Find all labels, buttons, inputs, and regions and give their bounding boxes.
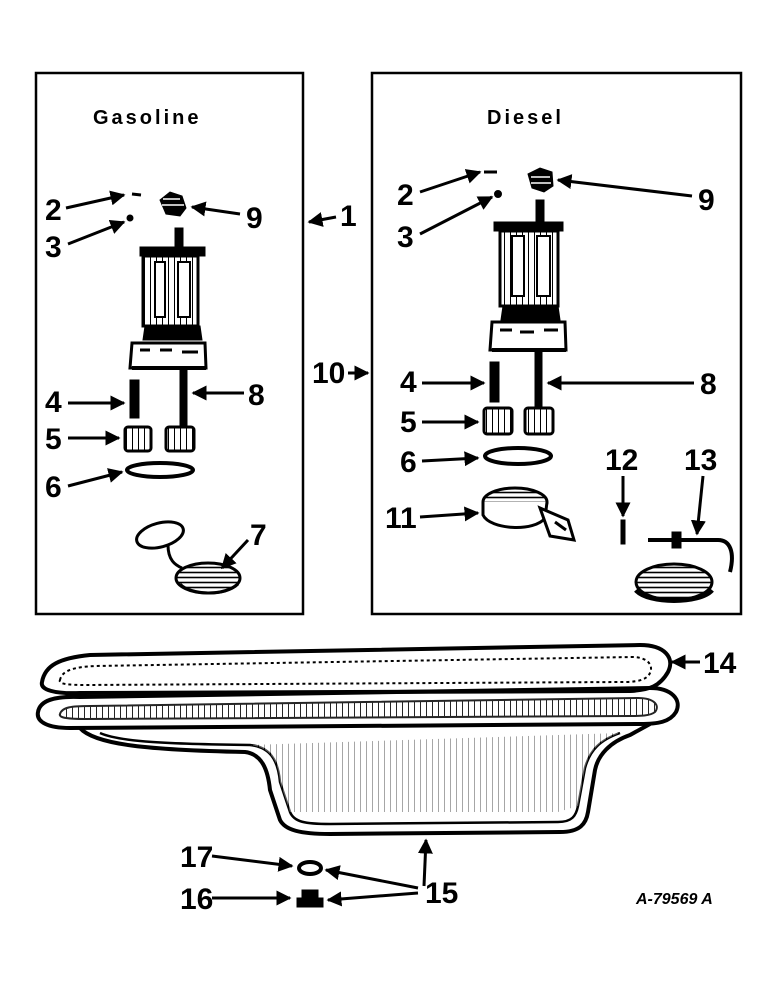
leader-9-diesel	[556, 174, 693, 198]
key-3-diesel	[494, 190, 502, 198]
pan-gasket-14	[39, 642, 673, 696]
leader-15c	[326, 891, 419, 907]
pump-gears-5	[123, 425, 196, 453]
shaft-4	[129, 379, 140, 419]
gasoline-panel: Gasoline	[34, 71, 305, 616]
drive-gear-9	[159, 191, 187, 217]
figure-code: A-79569 A	[635, 891, 713, 908]
callout-10: 10	[312, 357, 345, 390]
callout-3: 3	[45, 231, 62, 264]
callout-13: 13	[684, 444, 717, 477]
shaft-8-diesel	[534, 349, 543, 411]
oil-pump-body-diesel	[488, 199, 568, 352]
leader-15b	[324, 865, 419, 890]
callout-5: 5	[45, 423, 62, 456]
callout-6: 6	[45, 471, 62, 504]
shaft-8	[179, 367, 188, 429]
leader-9	[190, 201, 241, 217]
callout-5-diesel: 5	[400, 406, 417, 439]
gasoline-title: Gasoline	[93, 107, 201, 129]
leader-2-diesel	[419, 169, 482, 194]
callout-2: 2	[45, 194, 62, 227]
leader-11	[419, 506, 480, 522]
pin-2	[131, 192, 142, 197]
oil-pan-assembly	[35, 642, 680, 837]
oil-screen-7	[135, 520, 242, 595]
shaft-4-diesel	[489, 361, 500, 403]
callout-8: 8	[248, 379, 265, 412]
leader-17	[211, 854, 294, 872]
oil-pump-body	[128, 227, 208, 370]
drive-gear-9-diesel	[527, 167, 554, 193]
cotter-pin-12	[620, 519, 626, 545]
oil-screen-13	[634, 531, 734, 603]
leader-3-diesel	[419, 195, 494, 236]
callout-15: 15	[425, 877, 458, 910]
callout-14: 14	[703, 647, 737, 680]
callout-8-diesel: 8	[700, 368, 717, 401]
gasket-6	[125, 461, 195, 479]
leader-3	[67, 219, 126, 246]
callout-16: 16	[180, 883, 213, 916]
key-3	[126, 214, 134, 222]
pan-flange	[35, 685, 680, 731]
callout-7: 7	[250, 519, 267, 552]
pump-cover-11	[481, 486, 577, 542]
callout-4: 4	[45, 386, 62, 419]
drain-plug-16	[296, 889, 324, 908]
pump-gears-5-diesel	[482, 406, 555, 436]
leader-1	[307, 212, 337, 227]
leader-6-diesel	[421, 451, 480, 467]
drain-gasket-17	[297, 860, 323, 876]
callout-1: 1	[340, 200, 357, 233]
callout-17: 17	[180, 841, 213, 874]
diesel-panel-border	[370, 71, 743, 616]
leader-2	[65, 190, 126, 210]
callout-11: 11	[385, 502, 417, 535]
callout-2-diesel: 2	[397, 179, 414, 212]
callout-9-diesel: 9	[698, 184, 715, 217]
gasoline-panel-border	[34, 71, 305, 616]
leader-6	[67, 468, 124, 488]
callout-4-diesel: 4	[400, 366, 417, 399]
callout-6-diesel: 6	[400, 446, 417, 479]
diesel-title: Diesel	[487, 107, 564, 129]
callout-3-diesel: 3	[397, 221, 414, 254]
callout-12: 12	[605, 444, 638, 477]
leader-15a	[417, 838, 433, 887]
diesel-panel: Diesel	[370, 71, 743, 616]
leader-7	[220, 538, 250, 570]
oil-pan-15	[78, 722, 651, 837]
gasket-6-diesel	[483, 446, 553, 466]
callout-9: 9	[246, 202, 263, 235]
leader-13	[690, 475, 706, 536]
